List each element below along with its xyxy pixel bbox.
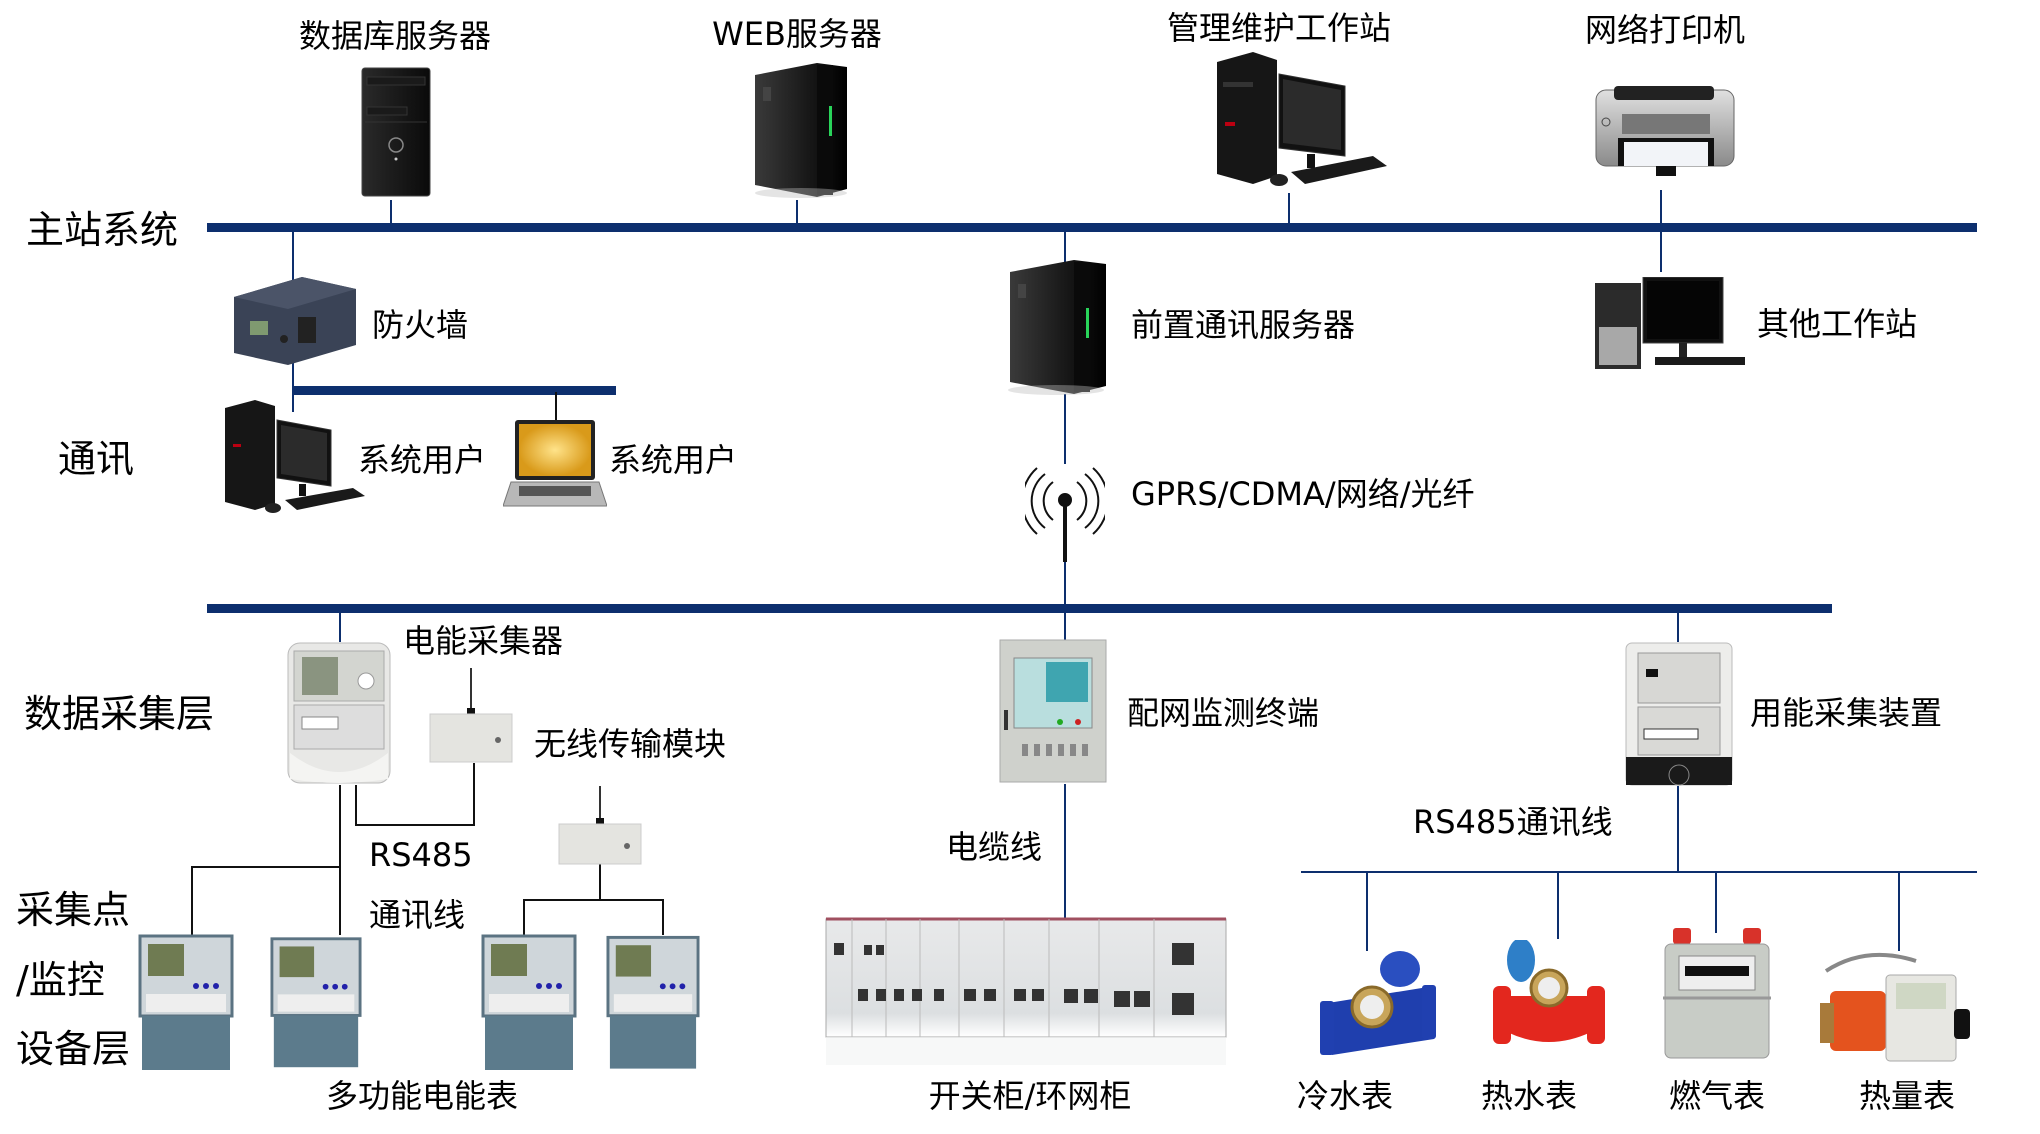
gas-meter-icon[interactable] <box>1661 928 1773 1060</box>
meter-4-drop <box>662 899 664 935</box>
master-bus <box>207 223 1977 232</box>
label-front-server: 前置通讯服务器 <box>1131 306 1356 344</box>
label-comm-line: 通讯线 <box>369 896 466 934</box>
label-heat: 热量表 <box>1858 1077 1956 1115</box>
label-system-user-1: 系统用户 <box>358 441 487 479</box>
meters-right-h <box>523 899 664 901</box>
layer-label-comm: 通讯 <box>58 437 135 481</box>
label-rs485: RS485 <box>369 836 473 874</box>
drop-hot <box>1557 871 1559 939</box>
label-web-server: WEB服务器 <box>712 15 882 53</box>
desktop-pc-icon[interactable] <box>1213 52 1388 192</box>
other-workstation-icon[interactable] <box>1595 277 1750 372</box>
label-network-types: GPRS/CDMA/网络/光纤 <box>1131 475 1475 513</box>
module-up-line <box>473 763 475 826</box>
label-admin-workstation: 管理维护工作站 <box>1166 9 1392 47</box>
layer-label-collect: 数据采集层 <box>24 692 215 736</box>
label-energy-device: 用能采集装置 <box>1750 694 1943 732</box>
link-db <box>390 200 392 225</box>
energy-meter-icon[interactable] <box>1624 641 1734 787</box>
antenna-icon <box>1025 462 1105 562</box>
cold-water-meter-icon[interactable] <box>1318 947 1438 1059</box>
drop-heat <box>1898 871 1900 951</box>
label-cold-water: 冷水表 <box>1296 1077 1394 1115</box>
link-collector <box>339 610 341 642</box>
label-switchgear: 开关柜/环网柜 <box>928 1077 1132 1115</box>
cable-line <box>1064 784 1066 918</box>
switchgear-icon[interactable] <box>824 915 1229 1065</box>
rs485-bus <box>1301 871 1977 873</box>
collector-module-h <box>355 824 475 826</box>
drop-gas <box>1715 871 1717 933</box>
electric-meter-icon[interactable] <box>138 934 234 1072</box>
link-front-antenna <box>1064 394 1066 464</box>
label-energy-collector: 电能采集器 <box>403 622 564 660</box>
label-dist-terminal: 配网监测终端 <box>1127 694 1320 732</box>
drop-cold <box>1366 871 1368 951</box>
layer-label-master: 主站系统 <box>26 208 179 252</box>
meter-1-drop <box>191 866 193 936</box>
link-admin <box>1288 193 1290 225</box>
layer-label-device-2: /监控 <box>16 958 105 1002</box>
link-printer-other <box>1660 190 1662 272</box>
label-printer: 网络打印机 <box>1584 11 1746 49</box>
label-hot-water: 热水表 <box>1480 1077 1578 1115</box>
label-system-user-2: 系统用户 <box>609 441 738 479</box>
electric-meter-icon[interactable] <box>481 934 577 1072</box>
firewall-icon[interactable] <box>232 277 358 365</box>
hot-water-meter-icon[interactable] <box>1489 940 1609 1052</box>
label-cable: 电缆线 <box>946 828 1043 866</box>
energy-collector-icon[interactable] <box>286 641 392 785</box>
link-front-server <box>1064 230 1066 264</box>
wireless-module-icon[interactable] <box>428 668 514 764</box>
label-gas: 燃气表 <box>1668 1077 1766 1115</box>
link-firewall-users <box>292 362 294 412</box>
label-rs485-bus: RS485通讯线 <box>1413 803 1613 841</box>
printer-icon[interactable] <box>1592 84 1738 182</box>
link-firewall <box>292 230 294 280</box>
label-firewall: 防火墙 <box>372 306 469 344</box>
front-server-icon[interactable] <box>1002 258 1110 396</box>
label-db-server: 数据库服务器 <box>298 17 492 55</box>
laptop-icon[interactable] <box>503 418 607 510</box>
layer-label-device-1: 采集点 <box>16 888 131 932</box>
label-multi-meter: 多功能电能表 <box>325 1077 519 1115</box>
tower-server-icon[interactable] <box>361 67 431 197</box>
link-energy-device <box>1677 610 1679 642</box>
layer-label-device-3: 设备层 <box>16 1027 131 1071</box>
link-dist-terminal <box>1064 610 1066 640</box>
user-desktop-pc-icon[interactable] <box>221 400 367 516</box>
electric-meter-icon[interactable] <box>270 934 362 1072</box>
label-wireless-module: 无线传输模块 <box>534 725 727 763</box>
link-laptop <box>555 392 557 420</box>
energy-device-down <box>1677 786 1679 872</box>
user-bus <box>293 386 616 395</box>
wireless-module-2-icon[interactable] <box>557 786 643 866</box>
meters-left-h <box>191 866 341 868</box>
link-antenna-bus <box>1064 555 1066 607</box>
electric-meter-icon[interactable] <box>606 934 700 1072</box>
collection-bus <box>207 604 1832 613</box>
module2-down <box>599 864 601 900</box>
collector-module-line <box>355 785 357 826</box>
rack-server-icon[interactable] <box>749 61 851 199</box>
meter-3-drop <box>523 899 525 935</box>
label-other-workstation: 其他工作站 <box>1757 305 1918 343</box>
distribution-terminal-icon[interactable] <box>998 638 1108 784</box>
collector-down-line <box>339 785 341 935</box>
link-web <box>796 200 798 225</box>
heat-meter-icon[interactable] <box>1816 951 1972 1065</box>
